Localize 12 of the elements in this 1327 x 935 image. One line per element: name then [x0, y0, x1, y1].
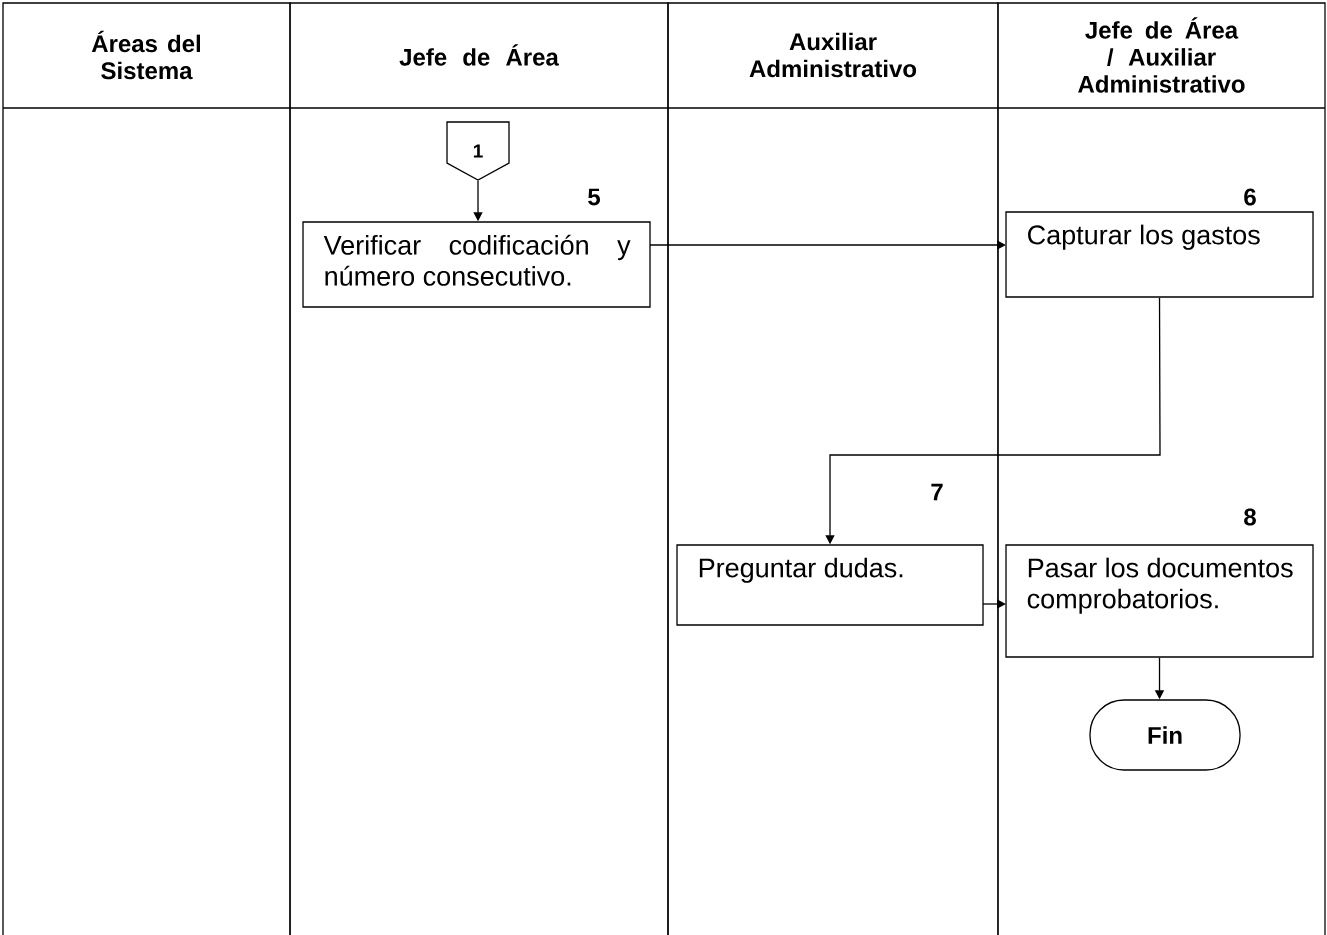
arrow	[982, 599, 1006, 609]
step-number: 8	[1244, 508, 1256, 526]
process-box: Pasar los documentos comprobatorios.	[1005, 544, 1314, 658]
swimlane: Áreas del Sistema	[2, 2, 291, 935]
step-number: 7	[931, 483, 943, 501]
arrow	[649, 240, 1006, 250]
process-box: Preguntar dudas.	[676, 544, 984, 626]
process-box: Capturar los gastos	[1005, 211, 1314, 298]
step-number: 6	[1244, 188, 1256, 206]
step-number: 5	[588, 188, 600, 206]
process-box: Verificar codificación y número consecutivo.	[302, 221, 651, 308]
off-page-connector: 1	[446, 121, 510, 181]
